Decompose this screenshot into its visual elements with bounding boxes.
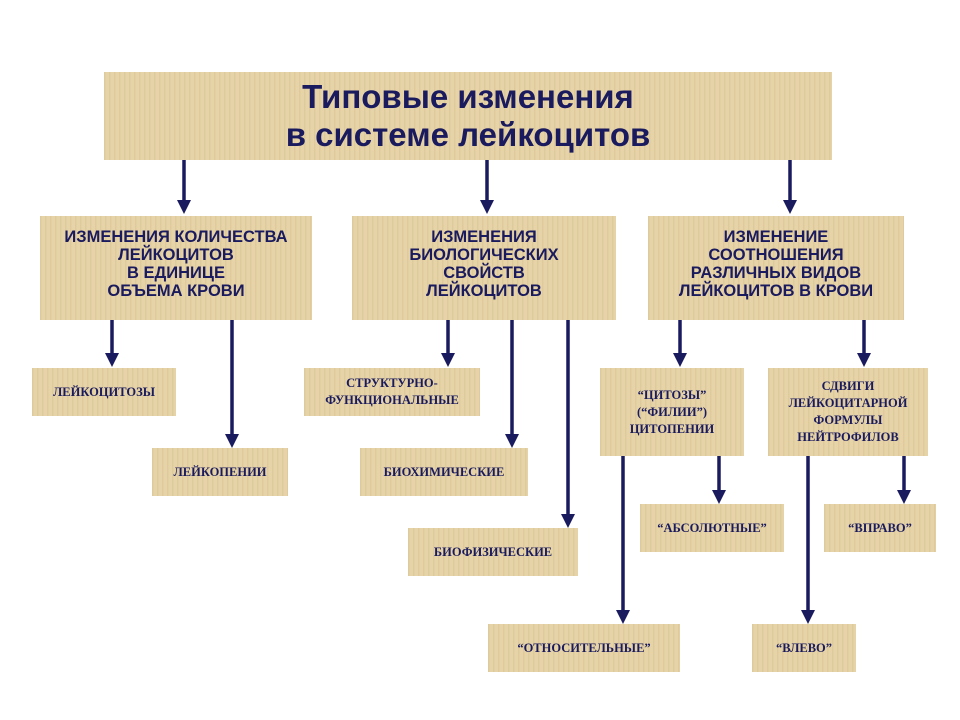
leaf-leukocytoses: ЛЕЙКОЦИТОЗЫ (32, 368, 176, 416)
leaf-leukopenias: ЛЕЙКОПЕНИИ (152, 448, 288, 496)
leaf-relative: “ОТНОСИТЕЛЬНЫЕ” (488, 624, 680, 672)
leaf-shift-right: “ВПРАВО” (824, 504, 936, 552)
leaf-shift-left: “ВЛЕВО” (752, 624, 856, 672)
category-count-changes: ИЗМЕНЕНИЯ КОЛИЧЕСТВА ЛЕЙКОЦИТОВ В ЕДИНИЦ… (40, 216, 312, 320)
leaf-formula-shifts: СДВИГИ ЛЕЙКОЦИТАРНОЙ ФОРМУЛЫ НЕЙТРОФИЛОВ (768, 368, 928, 456)
category-biological-properties: ИЗМЕНЕНИЯ БИОЛОГИЧЕСКИХ СВОЙСТВ ЛЕЙКОЦИТ… (352, 216, 616, 320)
main-title: Типовые изменения в системе лейкоцитов (104, 72, 832, 160)
leaf-biophysical: БИОФИЗИЧЕСКИЕ (408, 528, 578, 576)
category-ratio-changes: ИЗМЕНЕНИЕ СООТНОШЕНИЯ РАЗЛИЧНЫХ ВИДОВ ЛЕ… (648, 216, 904, 320)
leaf-absolute: “АБСОЛЮТНЫЕ” (640, 504, 784, 552)
leaf-biochemical: БИОХИМИЧЕСКИЕ (360, 448, 528, 496)
leaf-structural-functional: СТРУКТУРНО- ФУНКЦИОНАЛЬНЫЕ (304, 368, 480, 416)
leaf-cytoses-cytopenias: “ЦИТОЗЫ” (“ФИЛИИ”) ЦИТОПЕНИИ (600, 368, 744, 456)
